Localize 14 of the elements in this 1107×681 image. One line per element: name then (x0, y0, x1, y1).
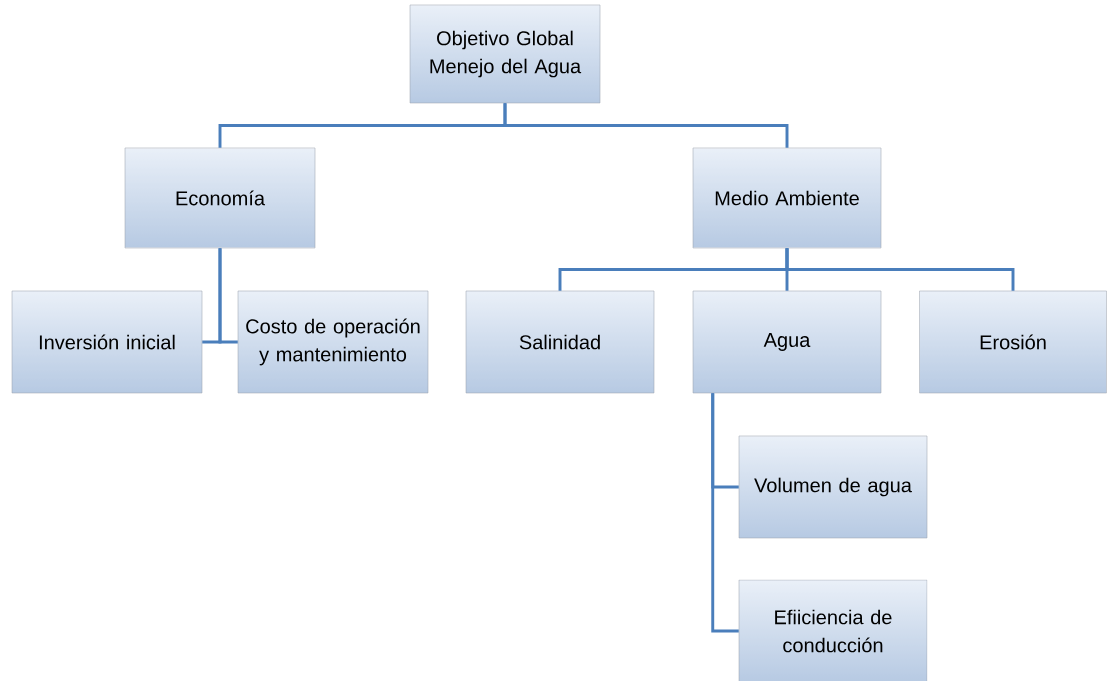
process-box: Salinidad (465, 290, 655, 394)
process-box: Medio Ambiente (692, 147, 882, 249)
process-box: Costo de operación y mantenimiento (237, 290, 429, 394)
connector-line (711, 393, 739, 633)
process-box: Volumen de agua (738, 435, 928, 539)
process-box: Agua (692, 290, 882, 394)
process-box: Inversión inicial (11, 290, 203, 394)
process-box: Objetivo Global Menejo del Agua (409, 4, 601, 104)
connector-line (503, 103, 789, 148)
process-box: Erosión (919, 290, 1107, 394)
process-box: Efiiciencia de conducción (738, 579, 928, 681)
connector-line (785, 248, 1015, 291)
connector-line (218, 248, 238, 344)
process-box: Economía (124, 147, 316, 249)
